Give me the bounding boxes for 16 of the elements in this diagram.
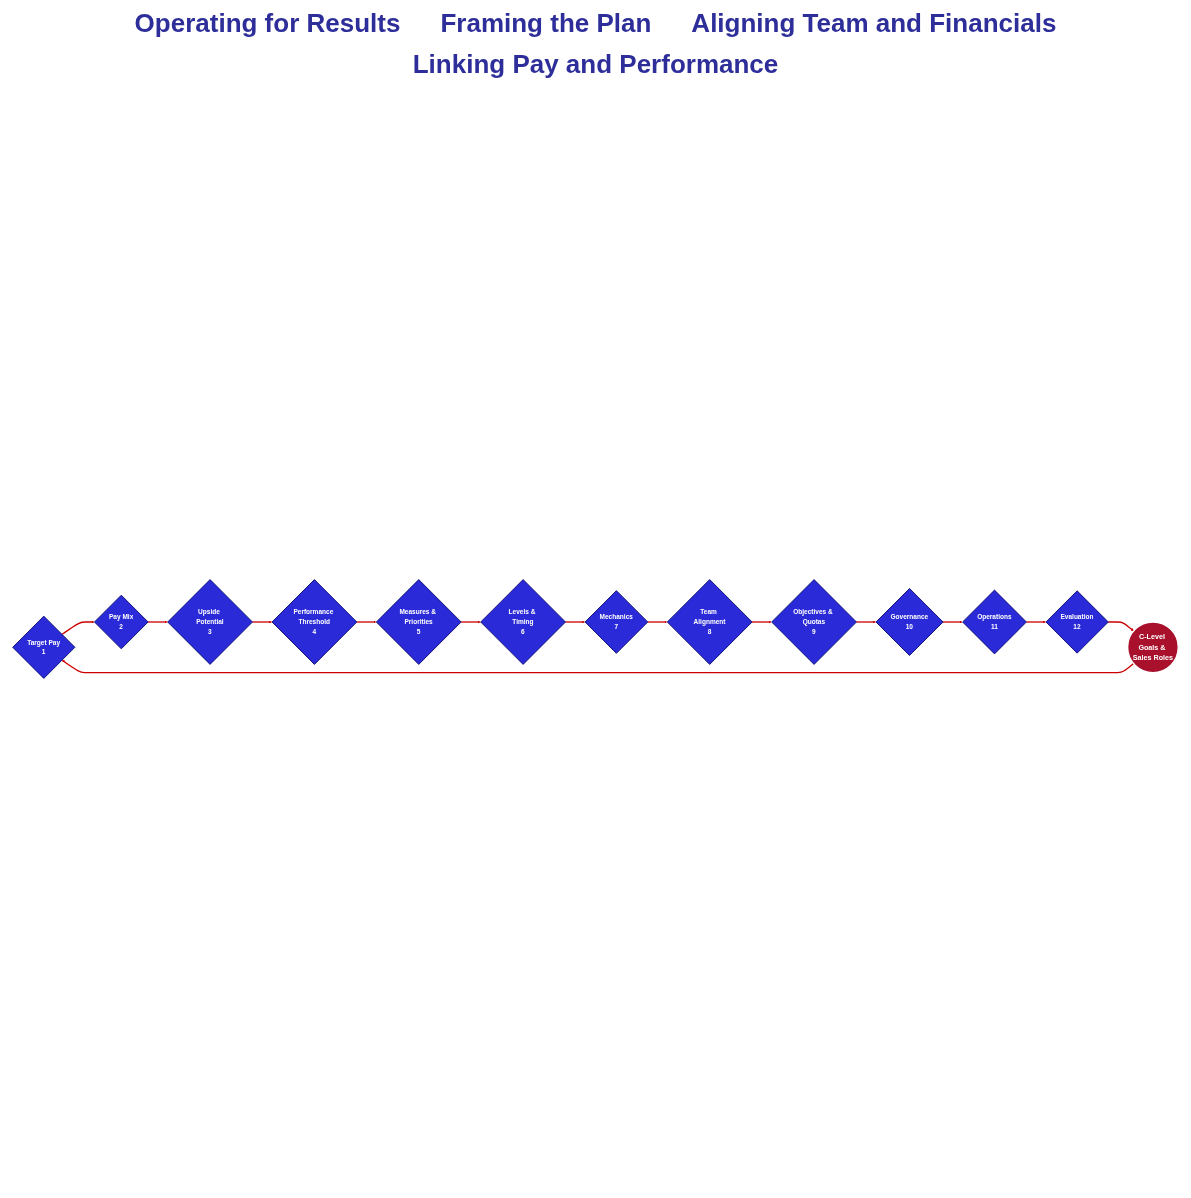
arrow	[460, 620, 481, 624]
arrow	[251, 620, 272, 624]
arrow	[1107, 621, 1134, 632]
arrow	[751, 620, 772, 624]
arrow	[855, 620, 876, 624]
arrow	[61, 659, 1135, 674]
section-label: Linking Pay and Performance	[412, 49, 779, 80]
section-label: Framing the Plan	[440, 8, 652, 39]
arrow	[646, 620, 668, 624]
arrow	[356, 620, 377, 624]
arrow	[1025, 620, 1046, 624]
arrow	[147, 620, 168, 624]
arrow	[942, 620, 963, 624]
section-label: Aligning Team and Financials	[691, 8, 1057, 39]
arrow	[61, 620, 95, 636]
section-label: Operating for Results	[134, 8, 401, 39]
